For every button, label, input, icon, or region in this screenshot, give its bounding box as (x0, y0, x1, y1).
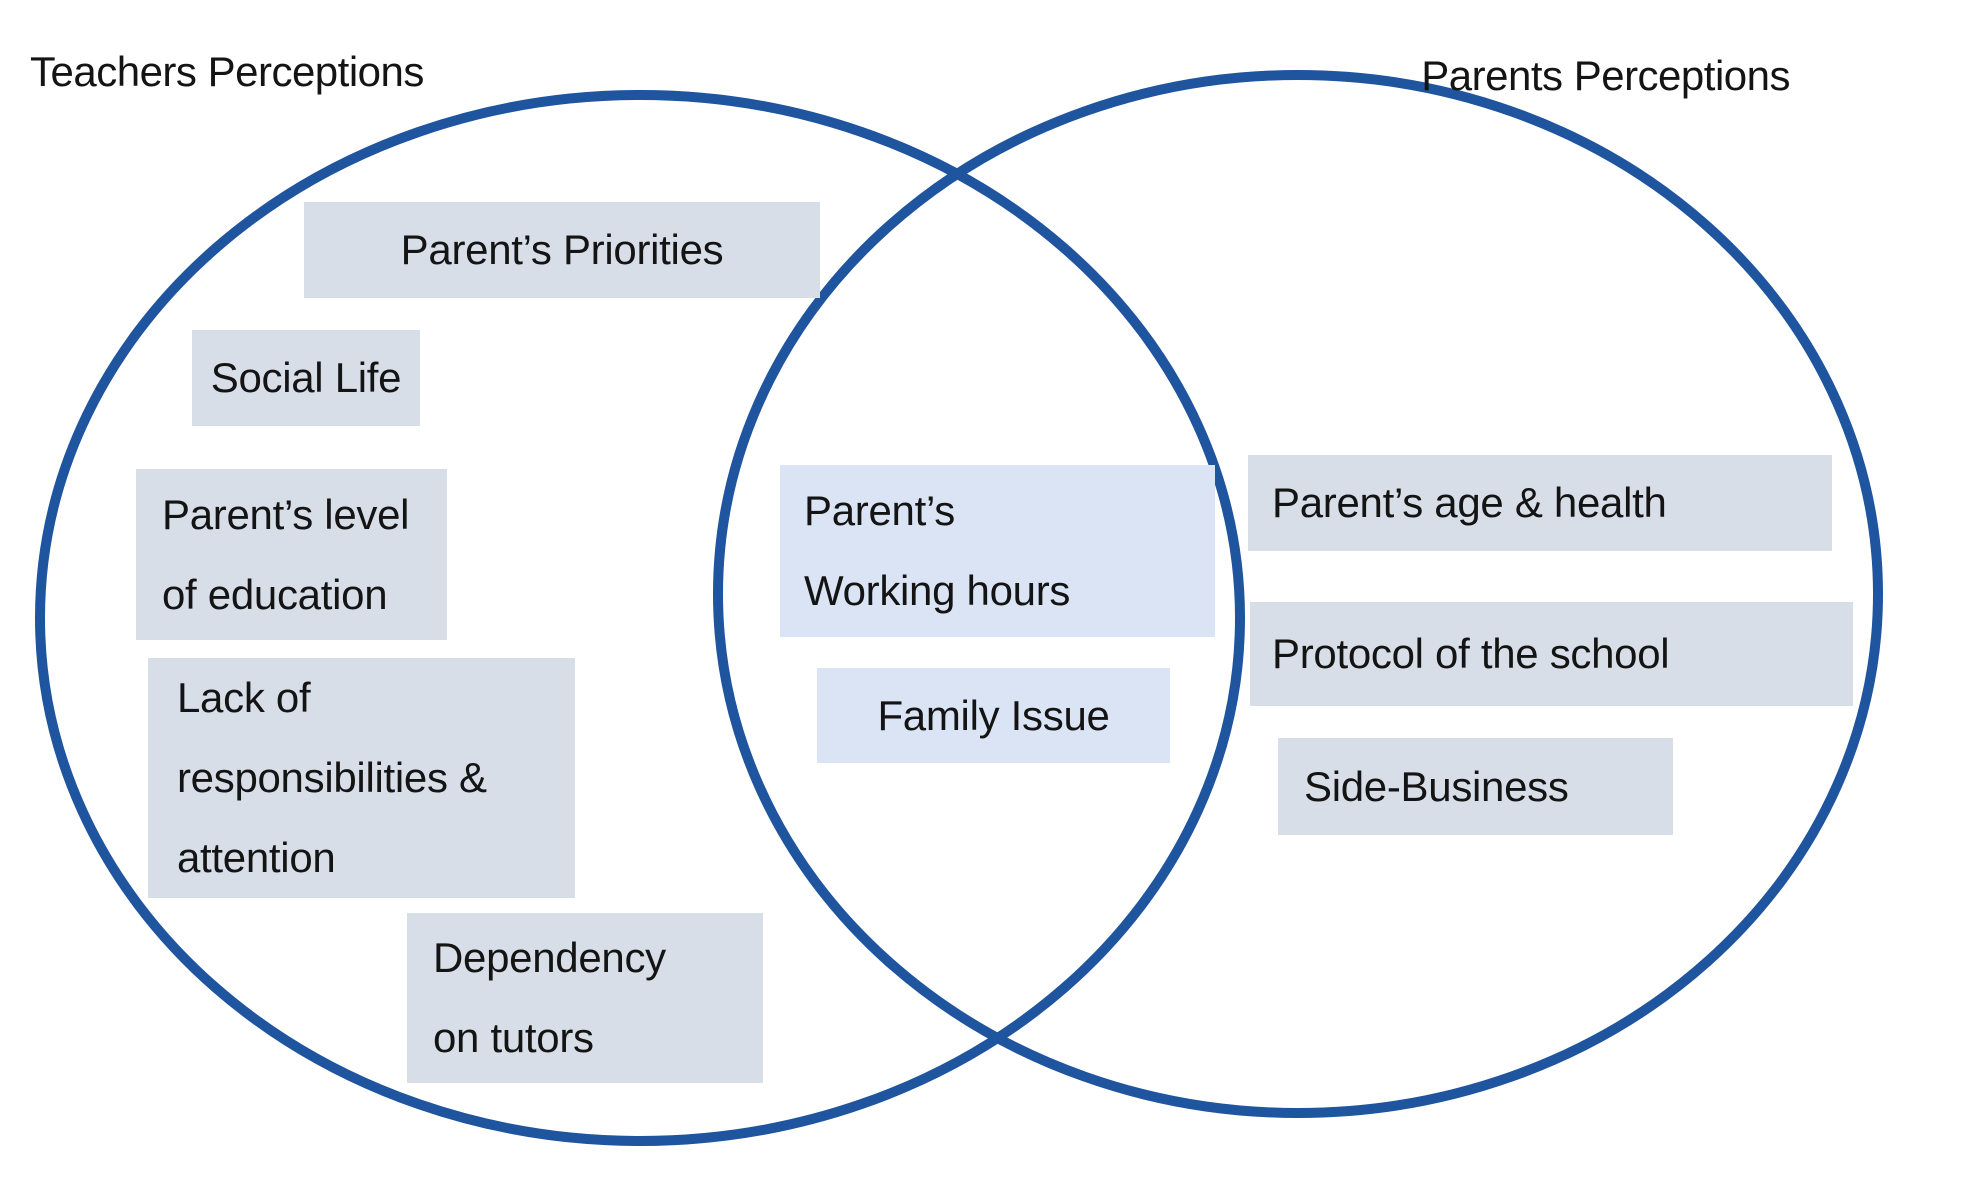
item-lack-of-responsibilities: Lack of responsibilities & attention (148, 658, 575, 898)
left-circle-outline (35, 90, 1245, 1146)
item-parents-priorities: Parent’s Priorities (304, 202, 820, 298)
item-protocol-of-school: Protocol of the school (1250, 602, 1853, 706)
item-family-issue: Family Issue (817, 668, 1170, 763)
left-set-title: Teachers Perceptions (30, 48, 424, 95)
right-set-title: Parents Perceptions (1421, 52, 1790, 99)
item-dependency-on-tutors: Dependency on tutors (407, 913, 763, 1083)
item-parents-working-hours: Parent’s Working hours (780, 465, 1215, 637)
item-parents-level-of-education: Parent’s level of education (136, 469, 447, 640)
right-circle-outline (713, 70, 1883, 1118)
item-parents-age-health: Parent’s age & health (1248, 455, 1832, 551)
item-side-business: Side-Business (1278, 738, 1673, 835)
item-social-life: Social Life (192, 330, 420, 426)
